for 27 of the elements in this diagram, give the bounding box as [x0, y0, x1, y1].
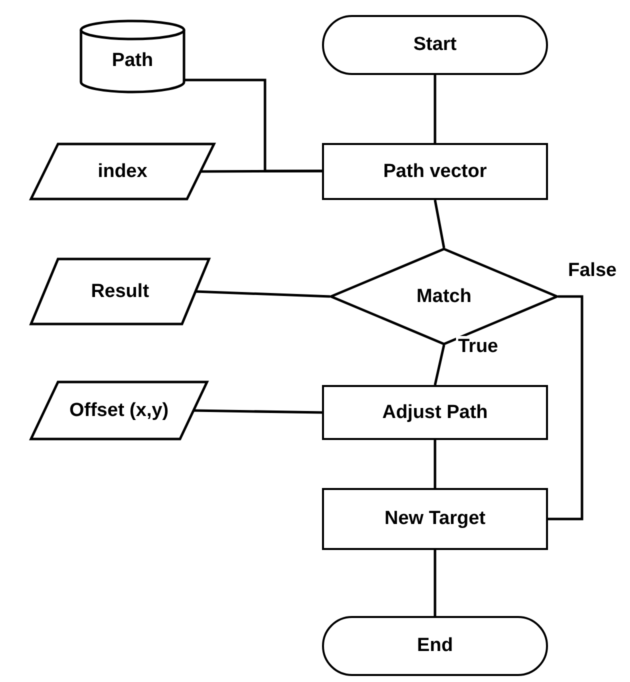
connector-line: [434, 200, 446, 248]
node-label: index: [98, 160, 148, 182]
data-parallelogram: [30, 258, 210, 325]
node-label: Result: [90, 280, 150, 302]
data-parallelogram: [30, 381, 208, 440]
connector-line: [434, 75, 436, 143]
connector-line: [434, 344, 446, 386]
connector-line: [194, 409, 322, 414]
node-label: Adjust Path: [382, 402, 488, 424]
node-label: Offset (x,y): [69, 400, 169, 422]
data-parallelogram: [30, 143, 215, 200]
connector-line: [201, 170, 322, 173]
node-label: New Target: [384, 508, 486, 530]
node-label: Path: [112, 49, 154, 72]
process-box: [322, 385, 548, 440]
node-label: End: [417, 635, 453, 657]
process-box: [322, 488, 548, 550]
connector-line: [434, 440, 436, 488]
node-label: Path vector: [383, 160, 487, 182]
connector-line: [185, 78, 322, 172]
node-label: Match: [416, 286, 472, 308]
connector-line: [548, 295, 584, 520]
database-cylinder: [80, 20, 185, 92]
connector-line: [434, 550, 436, 616]
connector-line: [196, 290, 330, 298]
process-box: [322, 143, 548, 200]
node-label: Start: [413, 34, 457, 56]
